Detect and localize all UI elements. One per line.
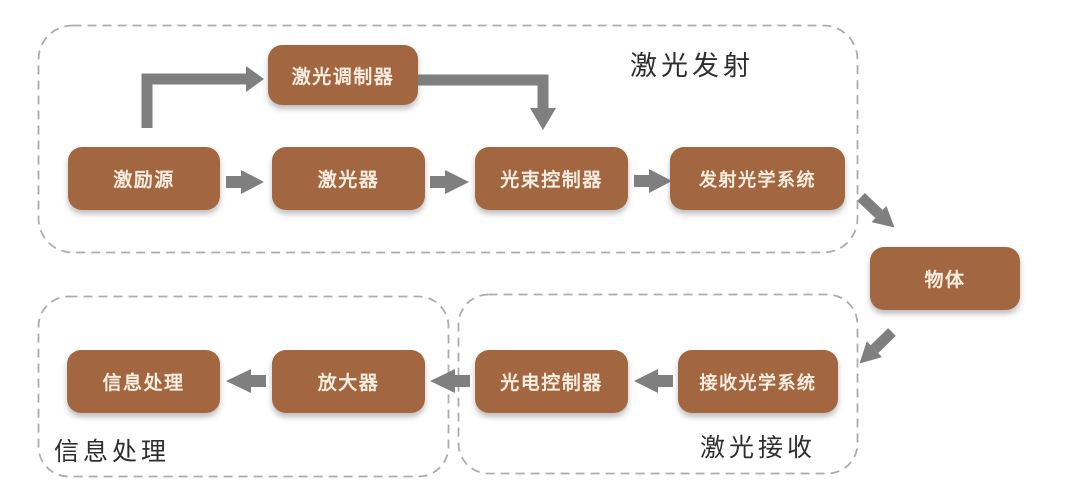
arrow-receive-optics-to-photo-controller	[634, 369, 673, 393]
node-amplifier: 放大器	[272, 350, 425, 413]
arrow-head	[226, 369, 251, 393]
arrow-laser-to-beam-controller	[430, 170, 469, 194]
arrow-head	[246, 66, 264, 92]
arrow-excitation-to-laser	[226, 170, 264, 194]
reception-group-label: 激光接收	[700, 433, 817, 462]
node-laser-modulator: 激光调制器	[268, 45, 418, 105]
arrow-head	[871, 205, 895, 228]
node-photo-controller: 光电控制器	[475, 350, 628, 413]
arrow-shaft	[870, 328, 896, 354]
node-object: 物体	[870, 247, 1020, 310]
node-beam-controller: 光束控制器	[475, 147, 628, 210]
arrow-head	[649, 169, 672, 193]
node-receive-optical-system: 接收光学系统	[678, 350, 838, 413]
processing-group-label: 信息处理	[54, 437, 171, 466]
arrow-head	[430, 369, 455, 393]
arrow-photo-controller-to-amplifier	[430, 369, 470, 393]
arrow-object-to-receive-optics	[859, 328, 896, 364]
emission-group-border	[37, 24, 859, 254]
node-info-processing: 信息处理	[67, 350, 220, 413]
arrow-shaft	[418, 74, 549, 108]
arrow-head	[241, 170, 264, 194]
arrow-head	[634, 369, 658, 393]
arrow-excitation-to-modulator	[141, 66, 264, 128]
node-laser: 激光器	[272, 147, 425, 210]
node-emit-optical-system: 发射光学系统	[670, 147, 845, 210]
arrow-shaft	[857, 193, 883, 218]
node-excitation-source: 激励源	[68, 147, 220, 210]
arrow-modulator-to-beam-controller	[418, 74, 556, 130]
arrow-head	[530, 108, 556, 130]
emission-group-label: 激光发射	[630, 51, 754, 82]
arrow-amplifier-to-info-processing	[226, 369, 266, 393]
arrow-shaft	[141, 73, 246, 128]
arrow-emit-optics-to-object	[857, 193, 895, 228]
arrow-beam-controller-to-emit-optics	[634, 169, 672, 193]
arrow-head	[859, 341, 882, 364]
arrow-head	[445, 170, 469, 194]
